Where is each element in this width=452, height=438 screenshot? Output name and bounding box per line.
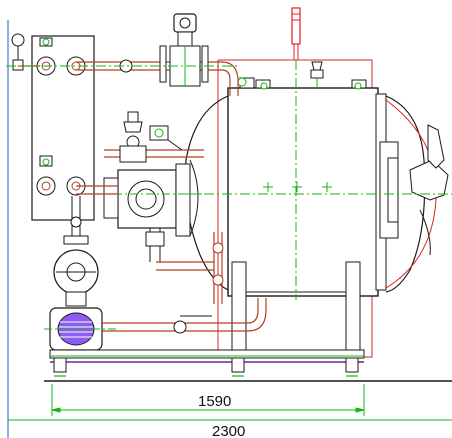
electromagnetic-flowmeter [169, 13, 201, 87]
steam-valve-cluster [104, 111, 204, 163]
circulation-pump-head [98, 159, 214, 271]
return-valve [173, 320, 187, 334]
end-door [379, 95, 449, 293]
base-frame [49, 349, 365, 373]
exchanger-outlet-pipe [63, 185, 118, 245]
skid-frame-outline [217, 59, 373, 358]
pump-motor [44, 307, 116, 351]
plate-heat-exchanger [31, 35, 95, 221]
top-fitting-right [354, 82, 362, 90]
centrifugal-pump [53, 249, 99, 307]
top-fitting-mid [260, 82, 268, 90]
drain-column [212, 232, 224, 304]
pressure-gauge-inlet [11, 33, 25, 71]
pressure-vessel [184, 77, 387, 358]
dimension-label-2300: 2300 [212, 423, 245, 438]
vessel-leg-left [231, 261, 247, 358]
return-pipe [102, 298, 267, 334]
vessel-shell [227, 87, 379, 297]
safety-valve [310, 61, 324, 88]
dimension-label-1590: 1590 [198, 393, 231, 410]
vessel-leg-right [345, 261, 361, 358]
top-fitting-left [237, 77, 247, 87]
dimension-inner [51, 384, 365, 416]
signal-tower-lamp [291, 7, 301, 61]
